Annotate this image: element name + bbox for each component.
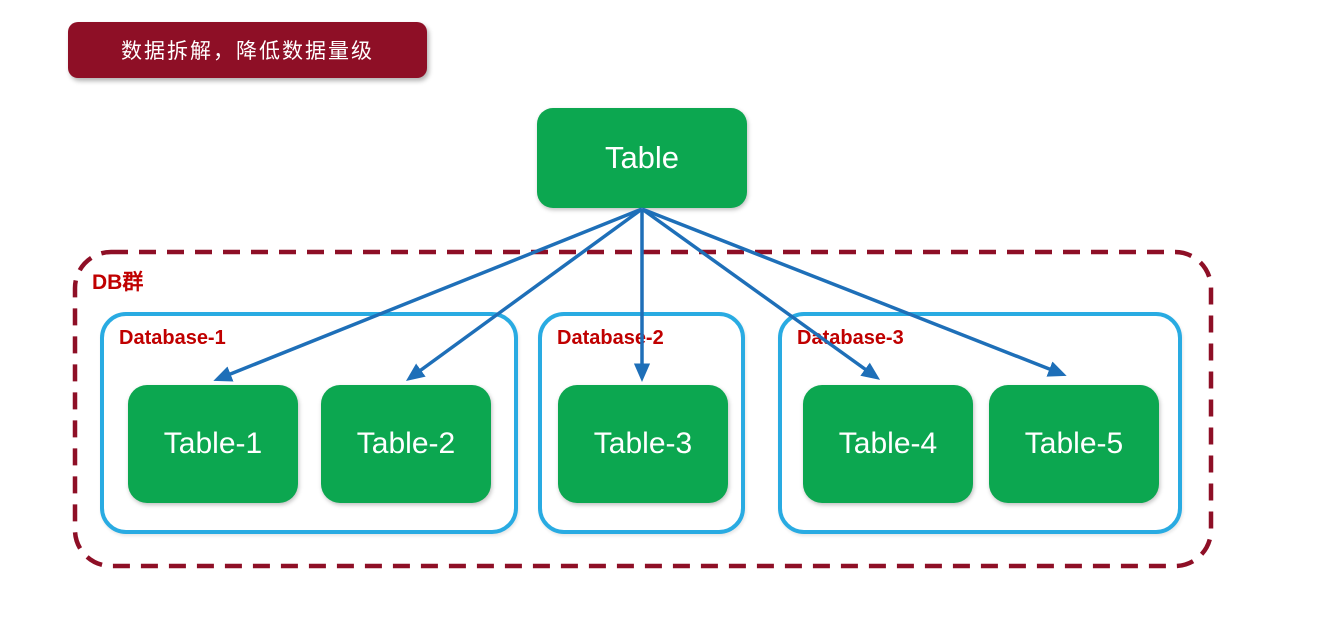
table-5-node: Table-5 bbox=[989, 385, 1159, 503]
table-2-label: Table-2 bbox=[356, 427, 456, 460]
table-1-label: Table-1 bbox=[163, 427, 263, 460]
source-table-node: Table bbox=[537, 108, 747, 208]
source-table-label: Table bbox=[604, 140, 680, 175]
database-2-label: Database-2 bbox=[557, 327, 664, 349]
db-group-label: DB群 bbox=[92, 271, 144, 294]
table-2-node: Table-2 bbox=[321, 385, 491, 503]
table-5-label: Table-5 bbox=[1024, 427, 1124, 460]
title-banner: 数据拆解，降低数据量级 bbox=[68, 22, 427, 78]
table-4-node: Table-4 bbox=[803, 385, 973, 503]
table-3-node: Table-3 bbox=[558, 385, 728, 503]
table-3-label: Table-3 bbox=[593, 427, 693, 460]
title-banner-label: 数据拆解，降低数据量级 bbox=[121, 39, 374, 63]
table-4-label: Table-4 bbox=[838, 427, 938, 460]
table-1-node: Table-1 bbox=[128, 385, 298, 503]
database-3-label: Database-3 bbox=[797, 327, 904, 349]
database-1-label: Database-1 bbox=[119, 327, 226, 349]
